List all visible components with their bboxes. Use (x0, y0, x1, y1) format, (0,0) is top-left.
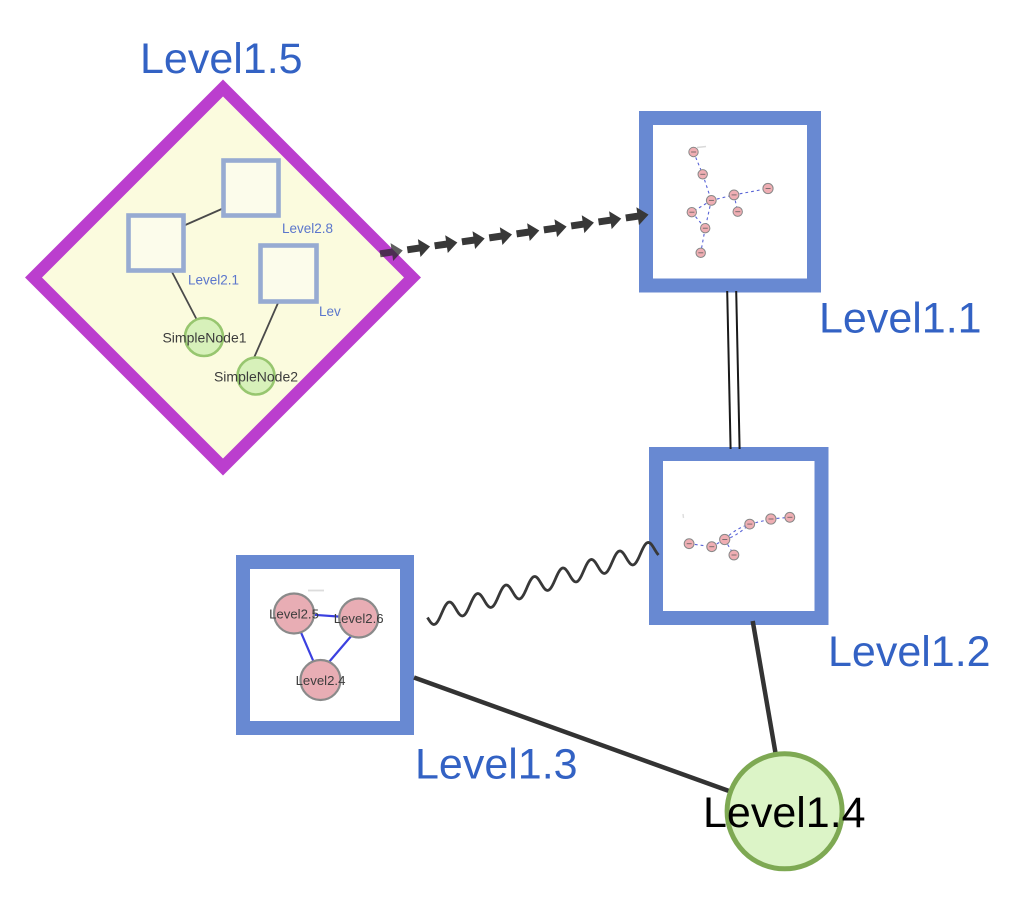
svg-text:Level2.1: Level2.1 (188, 273, 239, 288)
svg-text:Level2.6: Level2.6 (334, 611, 384, 626)
svg-text:SimpleNode2: SimpleNode2 (214, 369, 298, 385)
svg-text:Lev: Lev (319, 304, 341, 319)
svg-text:Level1.4: Level1.4 (703, 789, 866, 837)
svg-text:Level1.2: Level1.2 (828, 628, 991, 676)
svg-text:Level2.8: Level2.8 (282, 221, 333, 236)
svg-text:Level1.3: Level1.3 (415, 741, 578, 789)
svg-text:Level1.1: Level1.1 (819, 295, 982, 343)
svg-text:Level2.4: Level2.4 (296, 673, 346, 688)
svg-text:Level1.5: Level1.5 (140, 35, 303, 83)
svg-text:Level2.5: Level2.5 (269, 607, 319, 622)
svg-text:SimpleNode1: SimpleNode1 (162, 330, 246, 346)
